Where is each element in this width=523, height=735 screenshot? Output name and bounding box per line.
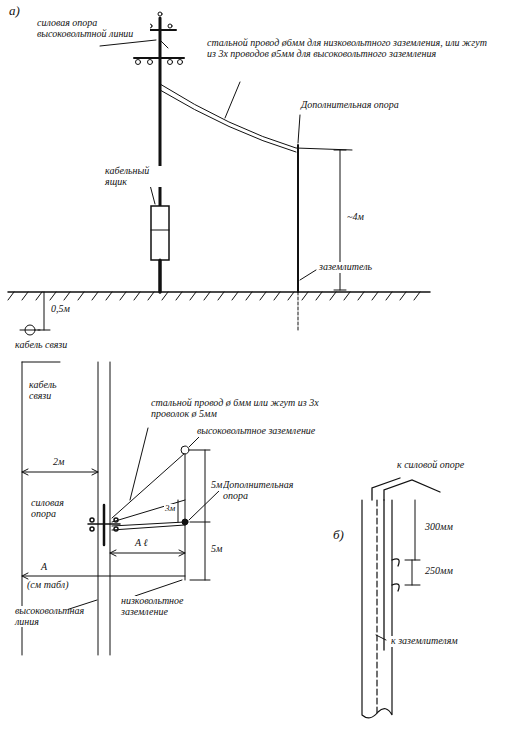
- hatch-stroke: [148, 292, 154, 300]
- cable-riser: [159, 260, 162, 292]
- hatch-stroke: [358, 292, 364, 300]
- label: кабельный ящик: [104, 166, 170, 187]
- label: 250мм: [424, 566, 454, 577]
- label: ~4м: [346, 212, 365, 223]
- hv-ground-point: [181, 446, 189, 454]
- ground-rod: [372, 478, 440, 650]
- hatch-stroke: [162, 292, 168, 300]
- hatch-stroke: [50, 292, 56, 300]
- label: низковольтное заземление: [120, 596, 212, 617]
- label: 5м: [210, 480, 223, 491]
- label: стальной провод ø6мм для низковольтного …: [206, 38, 488, 59]
- label: 3м: [164, 504, 176, 513]
- leader-line: [376, 635, 386, 640]
- hatch-stroke: [302, 292, 308, 300]
- label: высоковольтное заземление: [196, 426, 316, 437]
- hatch-stroke: [78, 292, 84, 300]
- hatch-stroke: [288, 292, 294, 300]
- hatch-stroke: [64, 292, 70, 300]
- label: Дополнительная опора: [222, 480, 314, 501]
- additional-pole: [297, 145, 299, 292]
- hatch-stroke: [106, 292, 112, 300]
- label: к силовой опоре: [396, 460, 465, 471]
- hatch-stroke: [134, 292, 140, 300]
- leader-line: [60, 428, 220, 612]
- hatch-stroke: [92, 292, 98, 300]
- dimension-line: [38, 292, 50, 330]
- label: (см табл): [26, 580, 69, 591]
- label: силовая опора: [30, 498, 86, 519]
- hatch-stroke: [344, 292, 350, 300]
- label: силовая опора высоковольтной линии: [36, 18, 150, 39]
- hatch-stroke: [120, 292, 126, 300]
- ground-conductor: [185, 454, 186, 580]
- hatch-stroke: [274, 292, 280, 300]
- cable-axis: [20, 330, 40, 331]
- dimension-line: [405, 500, 420, 585]
- leader-line: [100, 40, 316, 280]
- earth-electrode: [298, 292, 299, 330]
- hatch-stroke: [8, 292, 14, 300]
- hatch-stroke: [232, 292, 238, 300]
- hatch-stroke: [218, 292, 224, 300]
- hatch-stroke: [330, 292, 336, 300]
- dimension-line: [22, 550, 185, 579]
- hatch-stroke: [36, 292, 42, 300]
- label: б): [332, 528, 345, 542]
- label: 2м: [52, 457, 65, 468]
- hatch-stroke: [190, 292, 196, 300]
- dimension-line: [22, 469, 98, 475]
- label: заземлитель: [318, 262, 373, 273]
- ground-wire: [112, 453, 185, 530]
- label: стальной провод ø 6мм или жгут из 3х про…: [150, 398, 342, 419]
- hatch-stroke: [386, 292, 392, 300]
- cable-box-detail: [151, 230, 169, 231]
- label: А: [40, 562, 48, 573]
- hatch-stroke: [176, 292, 182, 300]
- label: высоковольтная линия: [14, 606, 68, 627]
- label: кабель связи: [28, 380, 78, 401]
- ground-line: [8, 291, 430, 293]
- hatch-stroke: [204, 292, 210, 300]
- hatch-stroke: [22, 292, 28, 300]
- ground-wire: [160, 90, 296, 152]
- label: 0,5м: [50, 304, 71, 315]
- cable-box: [151, 206, 169, 260]
- label: 300мм: [424, 522, 454, 533]
- hatch-stroke: [400, 292, 406, 300]
- label: А ℓ: [134, 538, 149, 549]
- hatch-stroke: [316, 292, 322, 300]
- power-pole-plan: [88, 505, 120, 545]
- pole-section: [362, 500, 392, 718]
- hatch-stroke: [372, 292, 378, 300]
- high-voltage-line: [98, 362, 110, 655]
- hatch-stroke: [260, 292, 266, 300]
- ground-hatching: [8, 292, 420, 300]
- label: Дополнительная опора: [300, 100, 400, 111]
- hatch-stroke: [246, 292, 252, 300]
- label: 5м: [210, 544, 223, 555]
- label: а): [8, 4, 21, 18]
- label: к заземлителям: [390, 636, 459, 647]
- ground-wire: [160, 84, 352, 150]
- label: кабель связи: [14, 340, 76, 351]
- hatch-stroke: [414, 292, 420, 300]
